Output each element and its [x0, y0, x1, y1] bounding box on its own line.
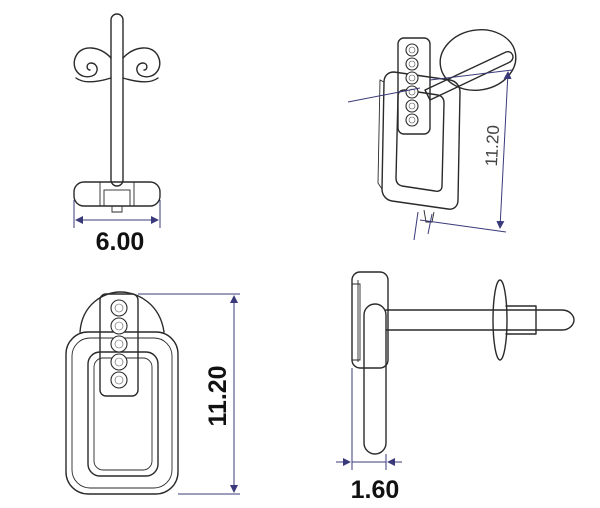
side-frame [363, 303, 387, 455]
side-back-disc [492, 279, 508, 361]
bottom-left-view: 11.20 [65, 291, 240, 495]
iso-height-dim-label: 11.20 [482, 125, 503, 167]
bottom-right-view: 1.60 [336, 271, 575, 504]
front-height-dim-label: 11.20 [204, 365, 232, 426]
scroll-right [122, 47, 161, 83]
top-left-view: 6.00 [73, 13, 161, 256]
side-post [385, 309, 575, 331]
iso-frame-outer [381, 71, 461, 210]
side-gems [351, 283, 361, 361]
iso-gem-bar [397, 37, 431, 135]
back-disc [439, 29, 517, 91]
side-depth-dim-label: 1.60 [351, 476, 400, 504]
front-gem-bar [99, 293, 139, 397]
front-frame-inner [87, 351, 159, 477]
iso-frame-inner [395, 89, 445, 192]
front-gems [110, 299, 128, 389]
side-gem-bar [351, 271, 389, 369]
iso-post [424, 50, 514, 101]
width-dim-label: 6.00 [96, 228, 145, 256]
iso-height-dim-line [496, 71, 512, 229]
post [110, 13, 124, 187]
top-right-view: 11.20 [347, 29, 517, 241]
scroll-left [73, 47, 112, 83]
front-back-disc [79, 291, 165, 333]
iso-gems [405, 43, 419, 127]
